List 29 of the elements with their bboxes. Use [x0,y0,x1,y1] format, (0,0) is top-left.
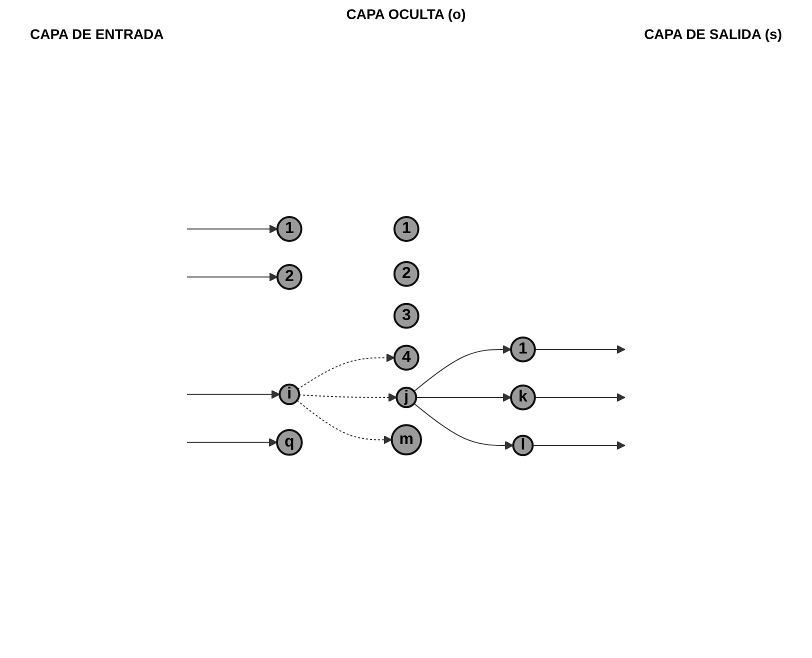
arrow [534,344,626,354]
node-circle: j [396,386,418,408]
arrow [186,224,278,234]
arrow [298,392,398,402]
arrow [532,440,626,450]
layer-heading: CAPA OCULTA (o) [346,6,466,22]
arrow [416,392,512,402]
node-circle: 2 [393,260,420,287]
node-circle: q [276,428,303,456]
arrow [414,344,512,392]
arrow [186,390,280,399]
node-circle: 2 [276,264,302,290]
arrow [414,402,514,450]
arrow [297,353,395,390]
node-circle: 3 [393,302,420,329]
layer-heading: CAPA DE ENTRADA [30,26,164,42]
layer-heading: CAPA DE SALIDA (s) [644,26,782,42]
arrow [534,392,626,402]
node-circle: 1 [510,336,536,362]
arrow [186,438,278,447]
node-circle: 1 [393,216,420,242]
node-circle: k [510,384,536,410]
node-circle: i [278,383,300,405]
node-circle: m [390,424,422,456]
node-circle: 4 [393,344,420,370]
arrow [186,272,278,282]
node-circle: l [512,434,534,456]
node-circle: 1 [276,216,302,242]
arrow [296,400,392,444]
